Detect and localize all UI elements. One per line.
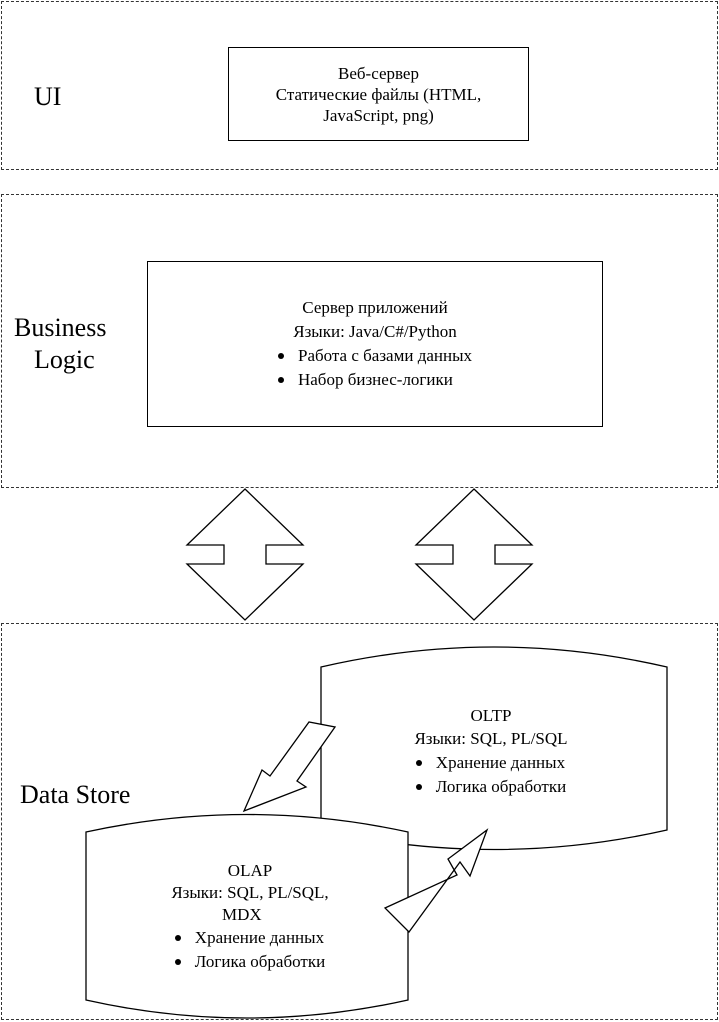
double-arrow-icon-left: [185, 488, 305, 621]
app-server-bullet: Работа с базами данных: [277, 344, 473, 368]
bullet-icon: [415, 760, 422, 766]
olap-bullet: Хранение данных: [174, 926, 325, 950]
oltp-bullet-list: Хранение данных Логика обработки: [415, 751, 567, 799]
olap-title: OLAP: [227, 861, 273, 880]
olap-bullet-list: Хранение данных Логика обработки: [174, 926, 326, 974]
bullet-icon: [415, 784, 422, 790]
bullet-icon: [277, 377, 284, 383]
oltp-languages: Языки: SQL, PL/SQL: [414, 729, 568, 748]
business-logic-label-line1: Business: [14, 313, 107, 342]
app-server-title: Сервер приложений: [302, 298, 448, 317]
app-server-bullet-list: Работа с базами данных Набор бизнес-логи…: [277, 344, 473, 392]
olap-languages-cont: MDX: [222, 905, 262, 924]
oltp-bullet: Логика обработки: [415, 775, 567, 799]
olap-bullet-text: Хранение данных: [194, 928, 325, 947]
olap-bullet-text: Логика обработки: [194, 952, 326, 971]
web-server-file-types: JavaScript, png): [323, 105, 434, 125]
oltp-bullet-text: Хранение данных: [435, 753, 566, 772]
oltp-content: OLTP Языки: SQL, PL/SQL Хранение данных …: [366, 705, 616, 799]
bullet-icon: [277, 353, 284, 359]
oltp-to-olap-arrow-icon: [242, 721, 337, 813]
business-logic-layer-label: Business Logic: [14, 312, 106, 376]
app-server-bullet-text: Работа с базами данных: [297, 346, 473, 365]
business-logic-layer: [1, 194, 718, 488]
double-arrow-icon-right: [414, 488, 534, 621]
olap-bullet: Логика обработки: [174, 950, 326, 974]
olap-languages: Языки: SQL, PL/SQL,: [171, 883, 329, 902]
olap-cylinder-icon: [85, 813, 409, 1019]
app-server-bullet-text: Набор бизнес-логики: [297, 370, 453, 389]
web-server-box: Веб-сервер Статические файлы (HTML, Java…: [228, 47, 529, 141]
app-server-languages: Языки: Java/C#/Python: [293, 322, 457, 341]
web-server-static-files: Статические файлы (HTML,: [275, 84, 482, 104]
business-logic-label-line2: Logic: [34, 345, 95, 374]
ui-layer-label: UI: [34, 82, 62, 111]
oltp-cylinder-icon: [320, 646, 668, 851]
oltp-bullet: Хранение данных: [415, 751, 566, 775]
app-server-bullet: Набор бизнес-логики: [277, 368, 472, 392]
ui-layer: [1, 1, 718, 170]
bullet-icon: [174, 935, 181, 941]
data-store-layer: [1, 623, 718, 1020]
web-server-title: Веб-сервер: [338, 63, 419, 83]
bullet-icon: [174, 959, 181, 965]
olap-to-oltp-arrow-icon: [383, 828, 489, 933]
oltp-title: OLTP: [470, 706, 512, 725]
data-store-layer-label: Data Store: [20, 780, 131, 809]
oltp-bullet-text: Логика обработки: [435, 777, 567, 796]
olap-content: OLAP Языки: SQL, PL/SQL, MDX Хранение да…: [130, 860, 370, 974]
app-server-box: Сервер приложений Языки: Java/C#/Python …: [147, 261, 603, 427]
